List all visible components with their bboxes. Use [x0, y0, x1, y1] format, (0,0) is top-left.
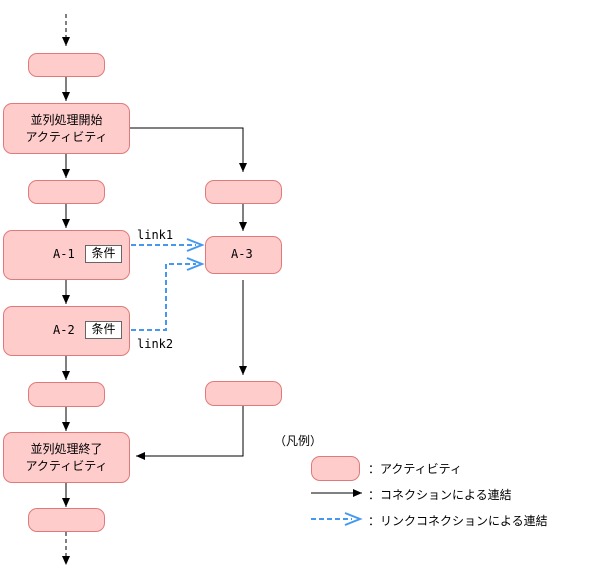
activity-node-3[interactable]: [28, 382, 105, 407]
activity-a1-label: A-1: [53, 247, 75, 261]
activity-node-6[interactable]: [205, 381, 282, 406]
activity-a3[interactable]: A-3: [205, 236, 282, 274]
merge-connection-line: [136, 406, 244, 460]
legend-connection-label: ：コネクションによる連結: [368, 488, 512, 502]
activity-a2[interactable]: A-2 条件: [3, 306, 130, 356]
activity-a2-label: A-2: [53, 323, 75, 337]
condition-badge-a1: 条件: [85, 245, 122, 263]
parallel-end-label-line2: アクティビティ: [25, 459, 108, 473]
parallel-end-activity[interactable]: 並列処理終了 アクティビティ: [3, 432, 130, 483]
parallel-start-label-line1: 並列処理開始: [30, 113, 103, 127]
link2-arrowhead: [186, 257, 205, 271]
legend-title: （凡例）: [274, 434, 323, 448]
legend-link-connection-label: ：リンクコネクションによる連結: [368, 514, 548, 528]
activity-a1[interactable]: A-1 条件: [3, 230, 130, 280]
legend-link-arrowhead: [344, 512, 363, 526]
activity-node-2[interactable]: [28, 180, 105, 204]
activity-node-5[interactable]: [205, 180, 282, 204]
parallel-end-label-line1: 並列処理終了: [30, 442, 103, 456]
parallel-start-label-line2: アクティビティ: [25, 130, 108, 144]
branch-connection-line: [130, 127, 247, 172]
legend-activity-label: ：アクティビティ: [368, 462, 462, 476]
condition-badge-a2: 条件: [85, 321, 122, 339]
link1-arrowhead: [186, 238, 205, 252]
parallel-start-activity[interactable]: 並列処理開始 アクティビティ: [3, 103, 130, 154]
legend-activity-swatch: [311, 456, 360, 481]
activity-a3-label: A-3: [231, 247, 253, 261]
activity-node-1[interactable]: [28, 53, 105, 77]
link1-label: link1: [137, 228, 174, 242]
activity-node-4[interactable]: [28, 508, 105, 532]
link2-line: [131, 263, 196, 331]
link2-label: link2: [137, 337, 174, 351]
